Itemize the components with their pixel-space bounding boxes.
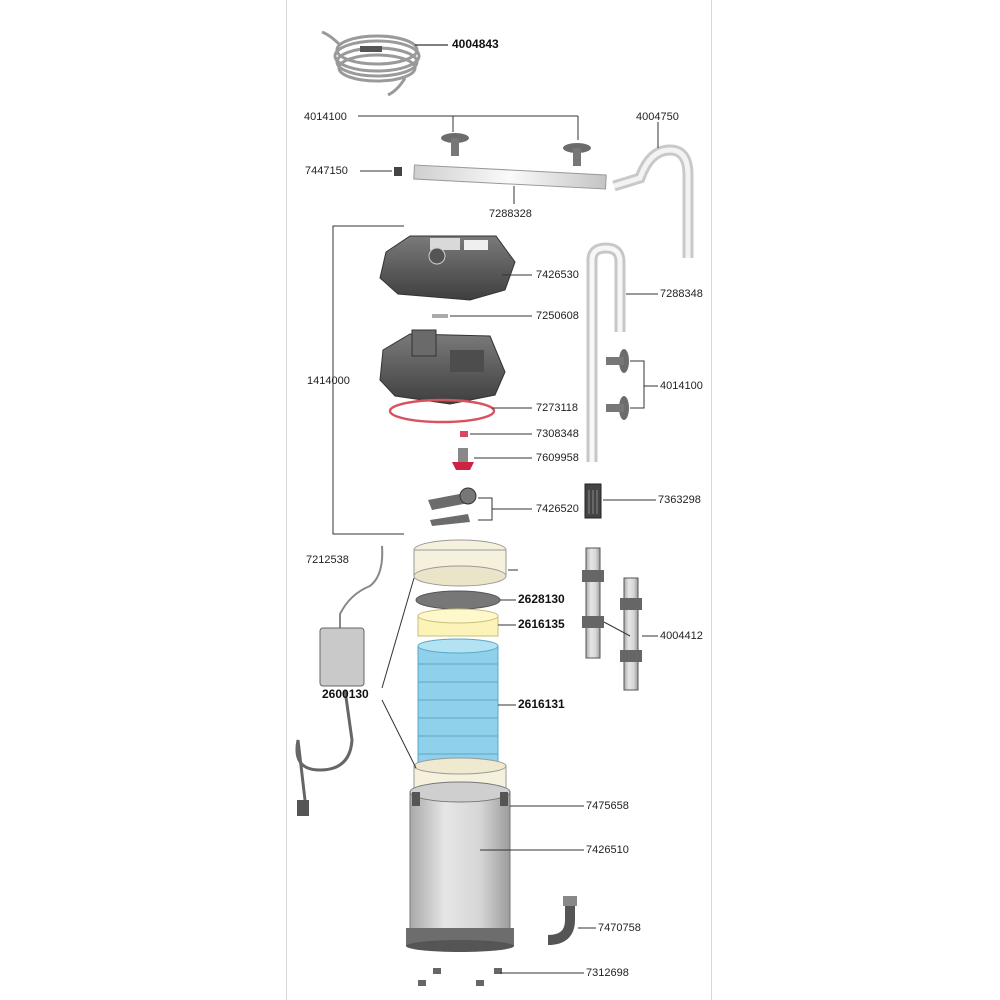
label-connector-elbow: 7470758 (598, 922, 641, 934)
label-end-cap: 7447150 (305, 165, 348, 177)
label-sealing-ring: 7273118 (536, 402, 579, 414)
end-cap (394, 167, 402, 176)
sealing-ring (388, 398, 496, 424)
diagram-frame (286, 0, 712, 1000)
pump-head-body (379, 329, 506, 405)
spray-bar (413, 164, 607, 190)
suction-cup-side-2 (606, 396, 629, 420)
canister (406, 781, 514, 952)
filter-pad-fine (415, 590, 501, 610)
hose-coil (321, 30, 421, 97)
label-double-taps: 4004412 (660, 630, 703, 642)
connector-elbow (547, 896, 577, 945)
label-intake-strainer: 7363298 (658, 494, 701, 506)
filter-pad-white (417, 608, 499, 637)
label-suction-cups-side: 4014100 (660, 380, 703, 392)
suction-cup-side-1 (606, 349, 629, 373)
label-pump-head-cover: 7426530 (536, 269, 579, 281)
shaft (432, 314, 448, 318)
bracket-1414000 (332, 225, 404, 535)
intake-pipe (586, 242, 626, 462)
label-media-baskets: 2600130 (322, 687, 369, 701)
intake-strainer (584, 483, 602, 519)
label-bearing: 7308348 (536, 428, 579, 440)
impeller (452, 448, 474, 470)
label-power-supply: 7212538 (306, 554, 349, 566)
suction-cup-top-2 (563, 143, 591, 166)
filter-pads-blue (417, 638, 499, 765)
feet (418, 968, 502, 986)
label-intake-pipe: 7288348 (660, 288, 703, 300)
label-suction-cups-top: 4014100 (304, 111, 347, 123)
label-filter-pads-blue: 2616131 (518, 697, 565, 711)
power-supply (295, 545, 384, 816)
label-shaft: 7250608 (536, 310, 579, 322)
label-clips: 7475658 (586, 800, 629, 812)
pump-head-cover (379, 235, 516, 301)
label-feet: 7312698 (586, 967, 629, 979)
label-outlet-pipe: 4004750 (636, 111, 679, 123)
label-lever-set: 7426520 (536, 503, 579, 515)
label-hose: 4004843 (452, 37, 499, 51)
label-pump-head-assembly: 1414000 (307, 375, 350, 387)
double-tap-2 (620, 577, 642, 691)
bearing (460, 431, 468, 437)
label-filter-pad-fine: 2628130 (518, 592, 565, 606)
double-tap-1 (582, 547, 604, 659)
label-filter-pad-white: 2616135 (518, 617, 565, 631)
label-spray-bar: 7288328 (489, 208, 532, 220)
label-impeller: 7609958 (536, 452, 579, 464)
lever-set (428, 487, 477, 526)
suction-cup-top-1 (441, 133, 469, 156)
media-basket-top (413, 539, 507, 587)
label-canister: 7426510 (586, 844, 629, 856)
outlet-pipe (612, 144, 694, 258)
